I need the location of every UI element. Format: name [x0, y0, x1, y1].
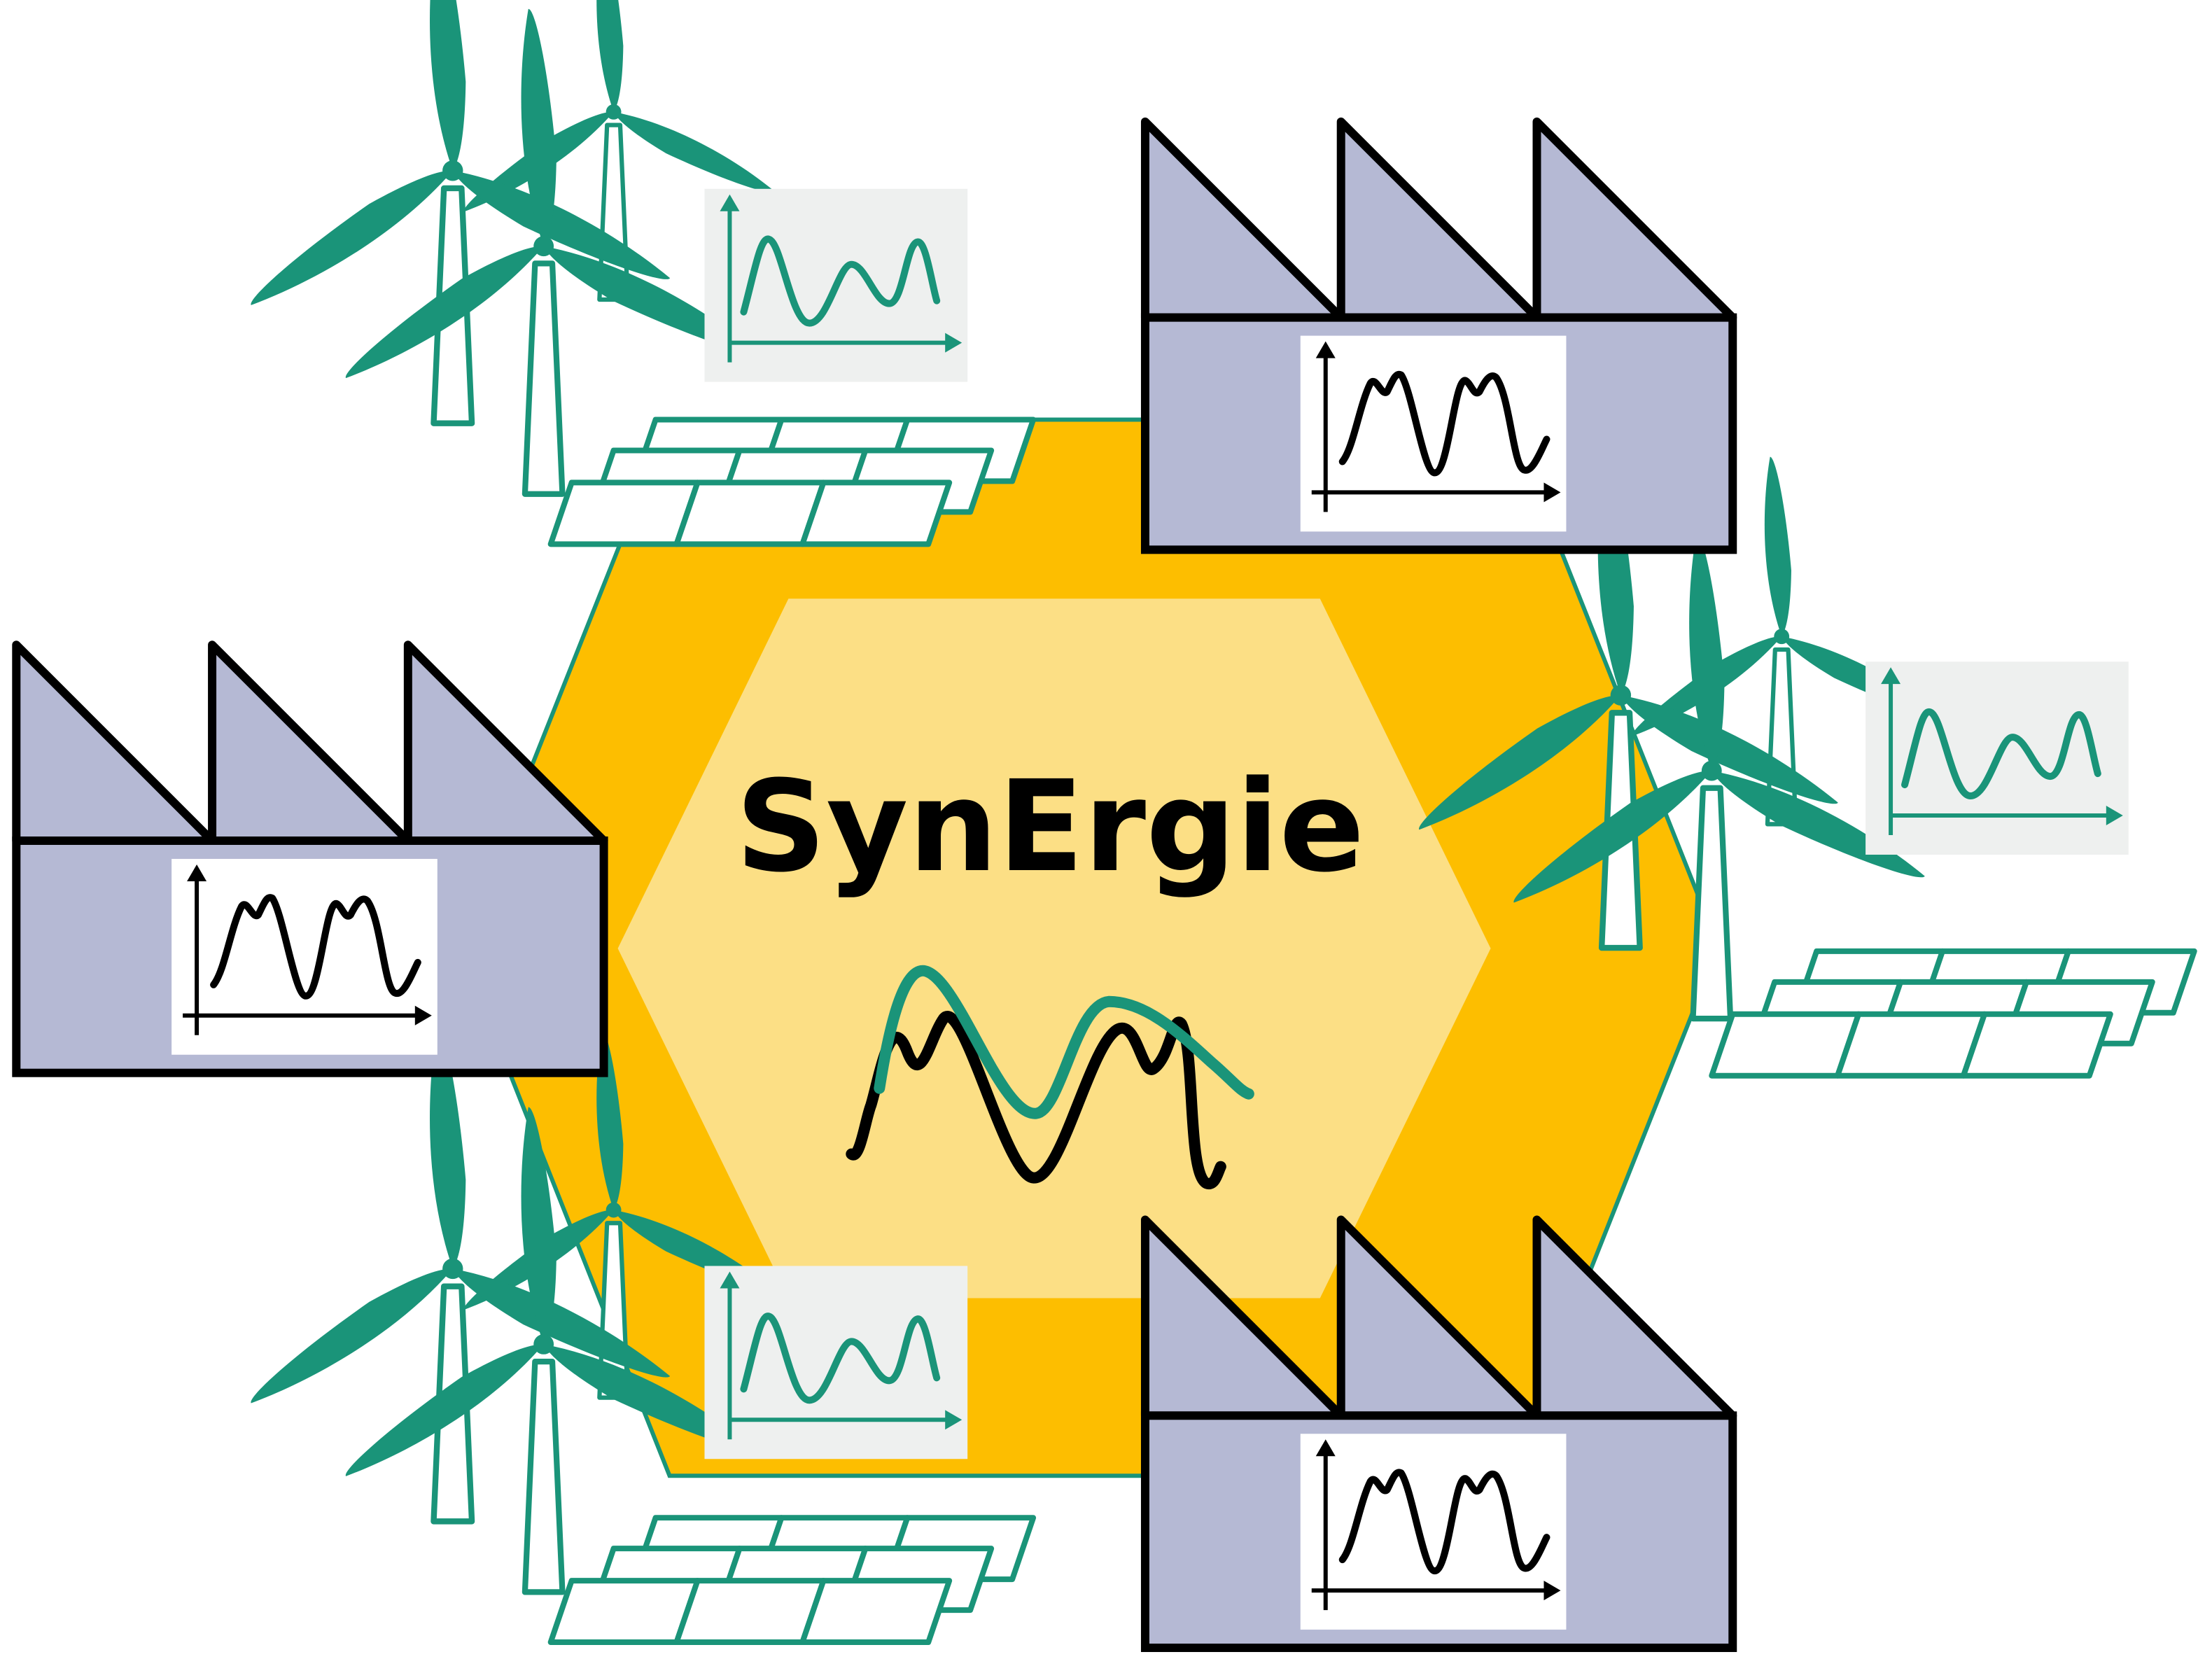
generation-curve-icon — [874, 965, 1254, 1119]
solar-panel-icon — [551, 1518, 1033, 1642]
generation-curve-icon — [704, 1266, 967, 1459]
generation-curve-icon — [1865, 662, 2129, 855]
solar-panel-icon — [1712, 951, 2194, 1076]
factory-icon — [1145, 122, 1732, 550]
synergy-curves — [846, 965, 1254, 1189]
generation-curve-icon — [704, 189, 967, 382]
diagram-title: SynErgie — [736, 754, 1365, 900]
factory-icon — [16, 645, 603, 1072]
inner-hexagon — [617, 598, 1491, 1298]
